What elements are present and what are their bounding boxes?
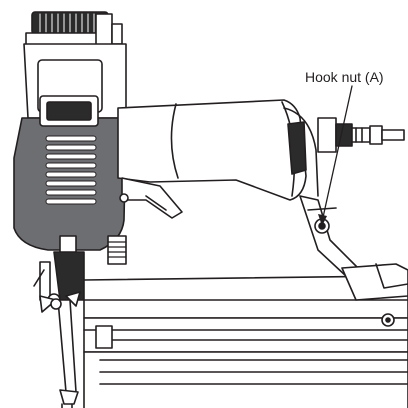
handle <box>117 99 319 201</box>
motor-housing <box>13 43 127 251</box>
hook-nut-leader <box>318 85 353 226</box>
hook-nut-area <box>299 195 359 277</box>
hook-nut-label: Hook nut (A) <box>305 69 384 85</box>
housing-vents <box>45 135 97 205</box>
trigger <box>119 177 183 219</box>
air-fitting <box>317 117 405 153</box>
nose-assembly <box>33 235 127 408</box>
magazine <box>83 263 408 408</box>
wing-nut <box>39 291 81 313</box>
